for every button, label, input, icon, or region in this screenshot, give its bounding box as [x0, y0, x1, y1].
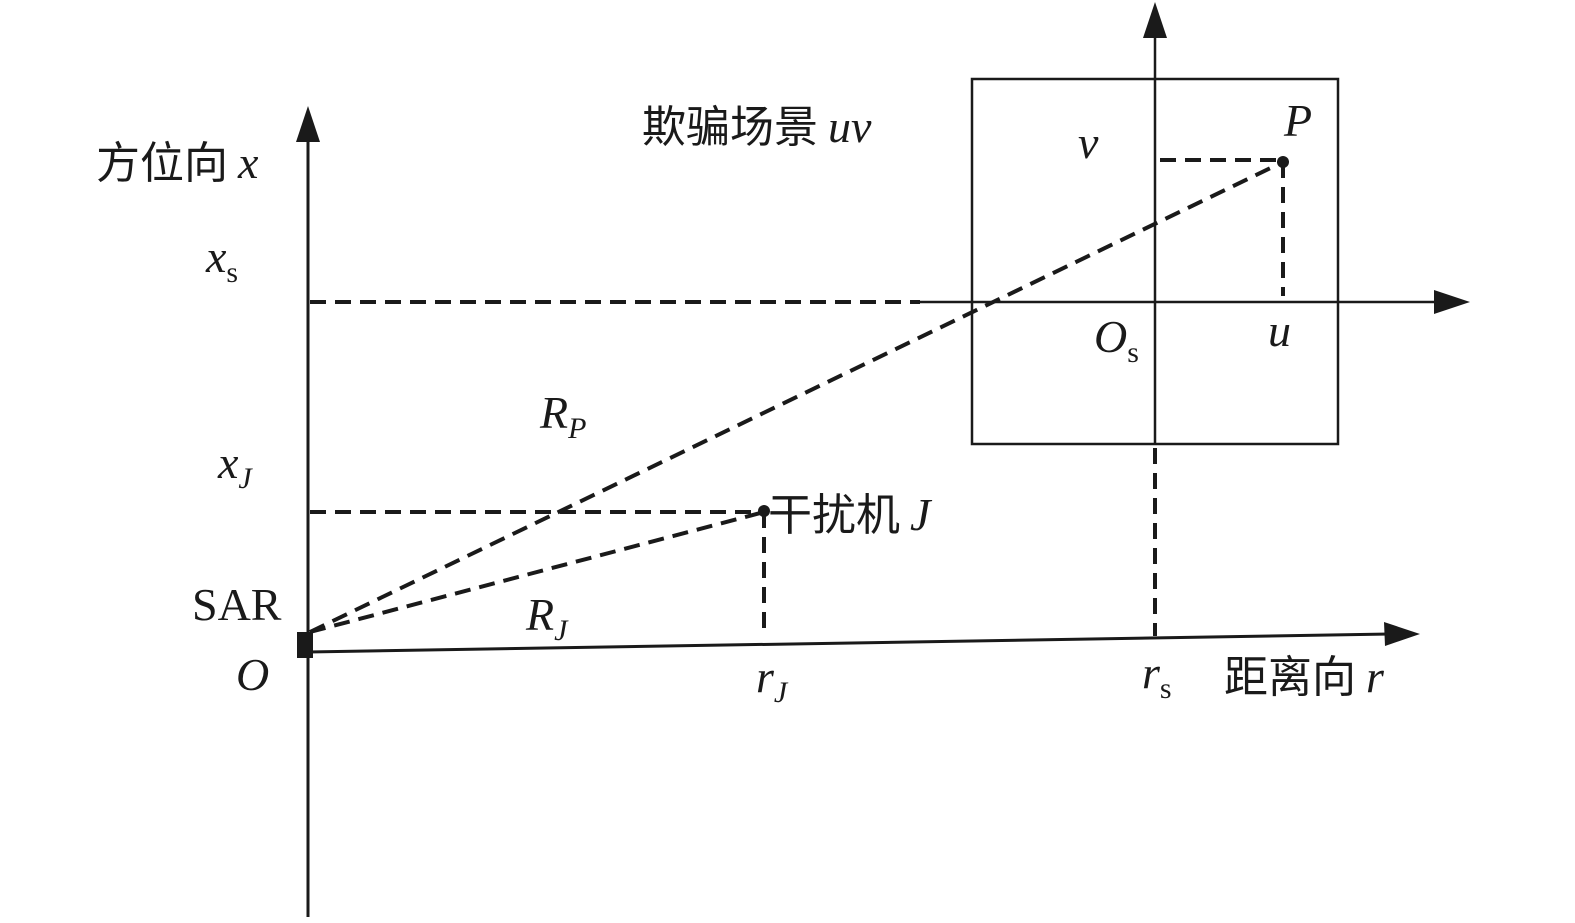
rj-label: rJ [756, 651, 789, 709]
range-axis [307, 632, 1391, 654]
v-axis-label: v [1078, 117, 1099, 168]
origin-label: O [236, 649, 269, 700]
u-axis-label: u [1268, 305, 1291, 356]
scene-u-axis-arrowhead [1434, 290, 1470, 314]
scene-v-axis-arrowhead [1143, 2, 1167, 38]
jammer-dot [758, 505, 770, 517]
xj-label: xJ [217, 437, 253, 495]
sar-label: SAR [192, 579, 282, 630]
xs-label: xs [205, 231, 238, 289]
rj-slant-label: RJ [525, 589, 569, 647]
rp-label: RP [539, 387, 586, 445]
point-p-dot [1277, 156, 1289, 168]
sar-platform-marker [297, 632, 313, 658]
azimuth-axis-arrowhead [296, 106, 320, 142]
range-axis-arrowhead [1384, 622, 1420, 646]
scene-origin-label: Os [1094, 311, 1139, 369]
rj-slant-range-line [309, 510, 765, 634]
rp-slant-range-line [309, 160, 1284, 634]
rs-label: rs [1142, 647, 1172, 705]
point-p-label: P [1283, 95, 1312, 146]
